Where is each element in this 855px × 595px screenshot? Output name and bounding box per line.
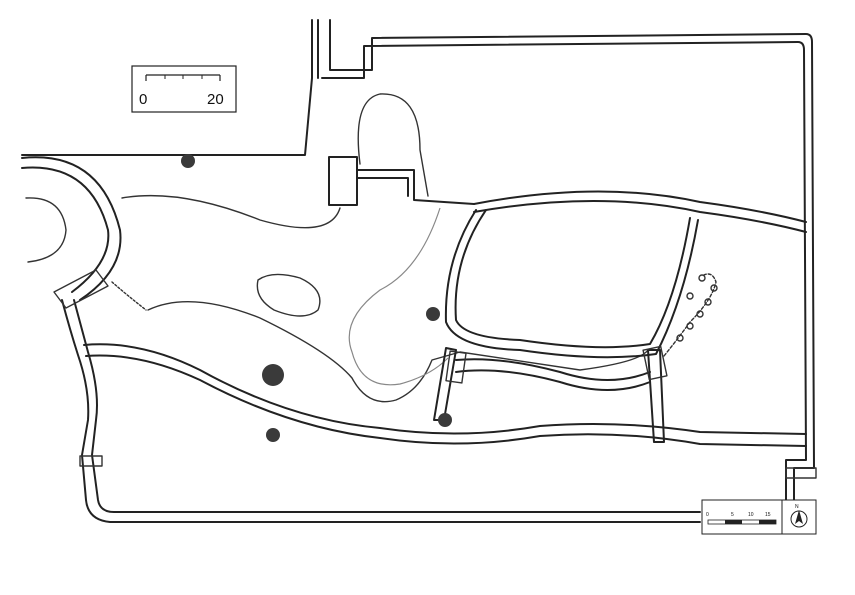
small-scale-label-2: 10 xyxy=(748,512,754,518)
north-arrow-icon xyxy=(790,510,808,528)
marker-point[interactable] xyxy=(181,154,195,168)
path-network xyxy=(83,190,807,447)
small-scale-label-0: 0 xyxy=(706,512,709,518)
point-markers xyxy=(181,154,452,442)
scale-start-label: 0 xyxy=(139,91,147,108)
landscape-contours xyxy=(121,194,649,403)
boundary-walls xyxy=(21,19,817,523)
stepping-stone-stream xyxy=(663,273,718,357)
pavilion-building xyxy=(328,93,475,206)
small-scale-label-1: 5 xyxy=(731,512,734,518)
legend-box: 0 5 10 15 N xyxy=(701,499,817,535)
north-label: N xyxy=(795,504,799,510)
marker-point[interactable] xyxy=(266,428,280,442)
marker-point-large[interactable] xyxy=(262,364,284,386)
scale-bar: 0 20 xyxy=(131,65,237,113)
small-scale-label-3: 15 xyxy=(765,512,771,518)
scale-end-label: 20 xyxy=(207,91,224,108)
marker-point[interactable] xyxy=(438,413,452,427)
marker-point[interactable] xyxy=(426,307,440,321)
circular-terrace xyxy=(21,156,147,311)
